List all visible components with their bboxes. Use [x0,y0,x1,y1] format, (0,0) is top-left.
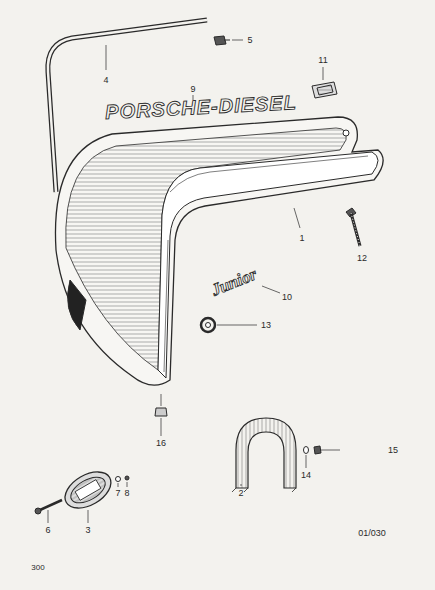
callout-number: 10 [282,293,292,302]
callout-number: 5 [247,36,252,45]
emblem-script: Junior [209,265,259,298]
callout-number: 13 [261,321,271,330]
callout-number: 12 [357,254,367,263]
callout-number: 7 [115,489,120,498]
emblem-lettering: PORSCHE-DIESEL [105,92,298,122]
callout-number: 14 [301,471,311,480]
callout-number: 4 [103,76,108,85]
callout-number: 16 [156,439,166,448]
callout-number: 6 [45,526,50,535]
callout-number: 11 [318,56,327,65]
page-number: 300 [31,564,44,572]
callout-number: 9 [190,85,195,94]
callout-number: 15 [388,446,398,455]
callout-number: 3 [85,526,90,535]
figure-code: 01/030 [358,529,386,538]
callout-number: 2 [238,489,243,498]
callout-number: 8 [124,489,129,498]
callout-number: 1 [299,234,304,243]
